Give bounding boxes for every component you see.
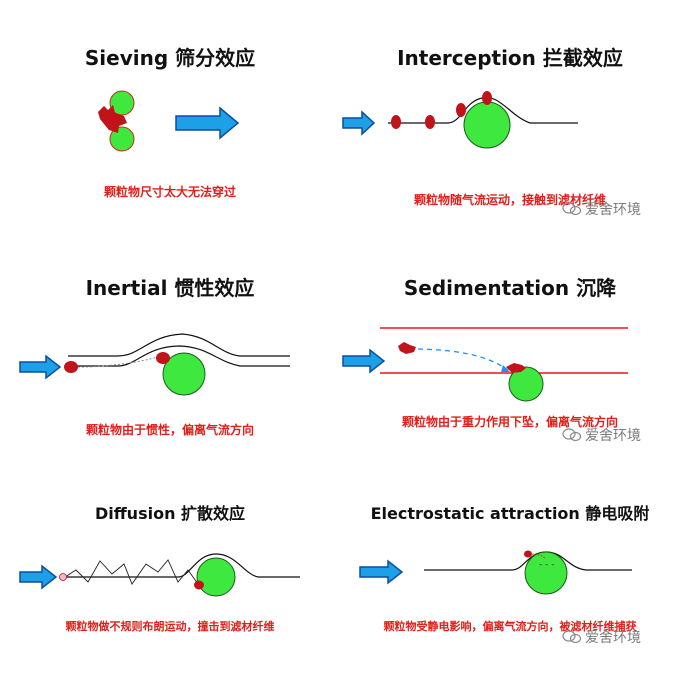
panel-interception: Interception 拦截效应 颗粒物随气流运动，接触到滤材纤维	[340, 0, 680, 230]
watermark: 爱舍环境	[562, 425, 641, 445]
wechat-icon	[562, 428, 582, 442]
fiber-circle	[524, 551, 568, 595]
watermark-text: 爱舍环境	[585, 202, 641, 218]
airflow-arrow	[359, 559, 404, 585]
particle	[194, 580, 204, 590]
particle	[98, 105, 127, 133]
streamline	[68, 345, 290, 367]
panel-caption: 颗粒物由于惯性，偏离气流方向	[85, 423, 254, 437]
sieving-diagram	[98, 90, 240, 152]
panel-title: Interception 拦截效应	[397, 46, 623, 70]
panel-caption: 颗粒物做不规则布朗运动，撞击到滤材纤维	[65, 620, 275, 633]
brownian-path	[64, 559, 199, 585]
particle	[506, 363, 526, 373]
particle-trajectory	[77, 356, 159, 368]
particle	[156, 352, 170, 364]
watermark-text: 爱舍环境	[585, 428, 641, 444]
fiber-circle	[508, 366, 544, 402]
particle	[482, 91, 492, 105]
panel-sieving: Sieving 筛分效应 颗粒物尺寸太大无法穿过	[0, 0, 340, 230]
fiber-circle	[162, 352, 206, 396]
airflow-arrow	[175, 106, 240, 140]
inertial-diagram	[19, 333, 290, 396]
panel-electrostatic: Electrostatic attraction 静电吸附 - - - 颗粒物受…	[340, 460, 680, 690]
panel-title: Sieving 筛分效应	[84, 46, 256, 70]
airflow-arrow	[19, 564, 58, 590]
electrostatic-diagram: - - -	[359, 550, 632, 595]
panel-sedimentation: Sedimentation 沉降 颗粒物由于重力作用下坠，偏离气流方向	[340, 230, 680, 460]
particle-trajectory-arrowhead	[501, 365, 510, 372]
particle	[59, 573, 67, 581]
particle-trajectory	[417, 348, 509, 371]
streamline	[68, 333, 290, 357]
panel-caption: 颗粒物由于重力作用下坠，偏离气流方向	[401, 415, 618, 429]
panel-inertial: Inertial 惯性效应 颗粒物由于惯性，偏离气流方向	[0, 230, 340, 460]
particle	[524, 550, 532, 558]
particle	[64, 361, 78, 373]
particle	[456, 103, 466, 117]
panel-title: Inertial 惯性效应	[85, 276, 255, 300]
particle	[398, 342, 416, 354]
watermark-text: 爱舍环境	[585, 630, 641, 646]
watermark: 爱舍环境	[562, 627, 641, 647]
airflow-arrow	[342, 348, 386, 374]
fiber-circle	[196, 557, 236, 597]
watermark: 爱舍环境	[562, 199, 641, 219]
charge-marks: - - -	[539, 560, 554, 570]
wechat-icon	[562, 630, 582, 644]
airflow-arrow	[342, 110, 376, 136]
particle	[425, 115, 435, 129]
fiber-circle	[463, 101, 511, 149]
panel-caption: 颗粒物受静电影响，偏离气流方向，被滤材纤维捕获	[383, 620, 637, 633]
panel-diffusion: Diffusion 扩散效应 颗粒物做不规则布朗运动，撞击到滤材纤维	[0, 460, 340, 690]
diffusion-diagram	[19, 553, 300, 597]
sedimentation-diagram	[342, 327, 628, 402]
fiber-circle	[109, 90, 135, 116]
particle-trajectory	[531, 553, 547, 560]
panel-caption: 颗粒物随气流运动，接触到滤材纤维	[413, 193, 606, 207]
fiber-circle	[109, 126, 135, 152]
panel-title: Electrostatic attraction 静电吸附	[370, 504, 650, 523]
interception-diagram	[342, 91, 578, 149]
airflow-arrow	[19, 354, 62, 380]
panel-caption: 颗粒物尺寸太大无法穿过	[103, 185, 236, 199]
wechat-icon	[562, 202, 582, 216]
panel-title: Sedimentation 沉降	[403, 276, 617, 300]
particle	[391, 115, 401, 129]
panel-title: Diffusion 扩散效应	[94, 504, 246, 523]
